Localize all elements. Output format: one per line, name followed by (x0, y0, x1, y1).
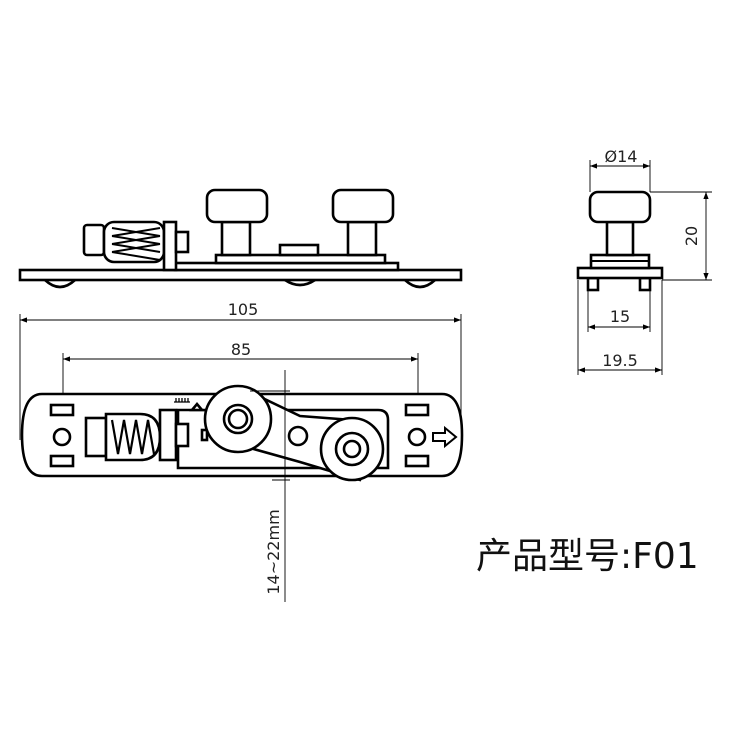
direction-arrow-icon (432, 425, 458, 449)
dimension-thickness: 14~22mm (250, 370, 290, 602)
side-view (18, 188, 463, 289)
dimension-label-foot-spacing: 15 (610, 307, 630, 326)
dimension-label-width: 19.5 (602, 351, 638, 370)
dimension-label-thickness: 14~22mm (264, 509, 283, 594)
dimension-label-diameter: Ø14 (605, 147, 638, 166)
product-model-label: 产品型号:F01 (476, 536, 699, 577)
dimension-height: 20 (650, 191, 712, 281)
dimension-width: 19.5 (577, 280, 663, 375)
dimension-diameter: Ø14 (589, 147, 651, 192)
dimension-foot-spacing: 15 (587, 290, 651, 332)
dimension-105: 105 (19, 300, 462, 440)
dimension-label-length: 105 (228, 300, 259, 319)
end-view (576, 190, 664, 292)
top-view (20, 384, 464, 482)
dimension-label-height: 20 (682, 226, 701, 246)
dimension-label-hole-spacing: 85 (231, 340, 251, 359)
